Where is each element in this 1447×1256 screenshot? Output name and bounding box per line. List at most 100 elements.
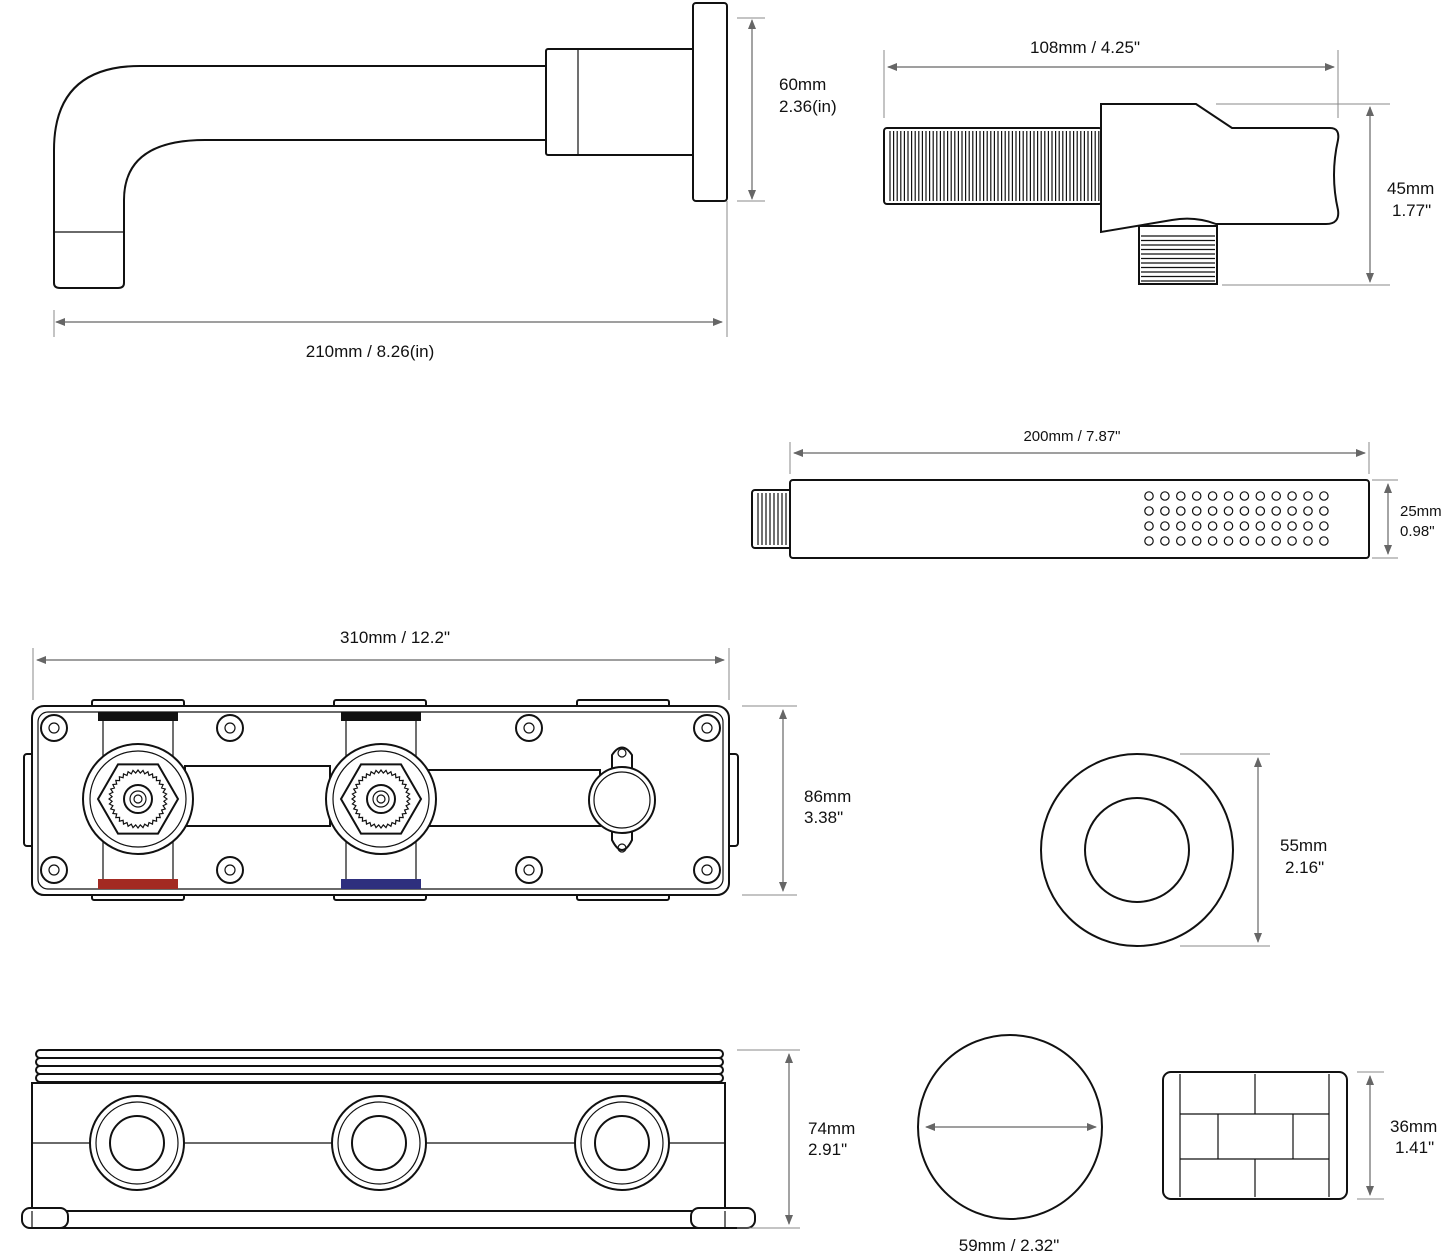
valve-top-height-in-label: 2.91" bbox=[808, 1140, 847, 1159]
valve-spline bbox=[107, 768, 169, 830]
handshower-connector-lines bbox=[757, 493, 787, 545]
valve-front-view-drawing: 310mm / 12.2" 86mm 3.38" bbox=[23, 628, 851, 901]
nozzle-hole bbox=[1176, 506, 1186, 516]
valve-stem-core bbox=[133, 794, 143, 804]
nozzle-hole bbox=[1191, 506, 1202, 516]
nozzle-hole bbox=[1207, 536, 1218, 546]
nozzle-hole bbox=[1160, 536, 1170, 546]
nozzle-hole bbox=[1160, 491, 1170, 501]
handshower-nozzle-grid bbox=[1144, 491, 1329, 546]
nozzle-hole bbox=[1191, 521, 1202, 531]
nozzle-hole bbox=[1303, 536, 1313, 546]
wall-spout-drawing: 210mm / 8.26(in) 60mm 2.36(in) bbox=[53, 2, 837, 361]
nozzle-hole bbox=[1271, 506, 1281, 516]
handle-side-mm-label: 36mm bbox=[1390, 1117, 1437, 1136]
nozzle-hole bbox=[1176, 491, 1186, 501]
holder-hose-connector bbox=[1138, 225, 1218, 285]
valve-top-fins bbox=[35, 1049, 724, 1083]
cold-valve-cartridge bbox=[325, 743, 437, 855]
escutcheon-mm-label: 55mm bbox=[1280, 836, 1327, 855]
handle-disc-diameter-label: 59mm / 2.32" bbox=[959, 1236, 1060, 1255]
screw-center bbox=[523, 864, 535, 876]
screw-hole bbox=[515, 714, 543, 742]
holder-height-mm-label: 45mm bbox=[1387, 179, 1434, 198]
nozzle-hole bbox=[1255, 536, 1266, 546]
top-seal-right bbox=[341, 712, 421, 721]
nozzle-hole bbox=[1144, 536, 1154, 546]
nozzle-hole bbox=[1144, 506, 1154, 516]
fin bbox=[35, 1065, 724, 1075]
screw-hole bbox=[40, 856, 68, 884]
screw-hole bbox=[216, 714, 244, 742]
spout-height-mm-label: 60mm bbox=[779, 75, 826, 94]
nozzle-hole bbox=[1223, 506, 1234, 516]
holder-threaded-pin bbox=[883, 127, 1103, 205]
hot-valve-cartridge bbox=[82, 743, 194, 855]
nozzle-hole bbox=[1303, 506, 1313, 516]
port-ring bbox=[580, 1101, 664, 1185]
nozzle-hole bbox=[1319, 506, 1329, 516]
nozzle-hole bbox=[1191, 536, 1202, 546]
spout-collar bbox=[545, 48, 696, 156]
valve-height-mm-label: 86mm bbox=[804, 787, 851, 806]
spout-wall-flange bbox=[692, 2, 728, 202]
hand-shower-drawing: 200mm / 7.87" 25mm 0.98" bbox=[751, 428, 1442, 559]
nozzle-hole bbox=[1160, 506, 1170, 516]
screw-hole bbox=[693, 714, 721, 742]
nozzle-hole bbox=[1287, 506, 1297, 516]
handshower-height-in-label: 0.98" bbox=[1400, 523, 1435, 540]
screw-hole bbox=[216, 856, 244, 884]
valve-stem bbox=[123, 784, 153, 814]
valve-stem bbox=[366, 784, 396, 814]
nozzle-hole bbox=[1239, 536, 1250, 546]
valve-spline bbox=[350, 768, 412, 830]
nozzle-hole bbox=[1144, 491, 1154, 501]
nozzle-hole bbox=[1223, 536, 1234, 546]
nozzle-hole bbox=[1287, 521, 1297, 531]
nozzle-hole bbox=[1319, 521, 1329, 531]
spout-length-label: 210mm / 8.26(in) bbox=[306, 342, 435, 361]
port-hole bbox=[109, 1115, 165, 1171]
screw-center bbox=[48, 864, 60, 876]
port-hole bbox=[594, 1115, 650, 1171]
nozzle-hole bbox=[1191, 491, 1202, 501]
mounting-screw-holes bbox=[40, 714, 721, 884]
valve-inner-ring bbox=[89, 750, 187, 848]
port-hole bbox=[351, 1115, 407, 1171]
port-ring bbox=[337, 1101, 421, 1185]
nozzle-hole bbox=[1207, 521, 1218, 531]
valve-top-ports bbox=[89, 1095, 670, 1191]
holder-height-in-label: 1.77" bbox=[1392, 201, 1431, 220]
nozzle-hole bbox=[1223, 521, 1234, 531]
nozzle-hole bbox=[1144, 521, 1154, 531]
nozzle-hole bbox=[1207, 506, 1218, 516]
escutcheon-inner-hole bbox=[1084, 797, 1190, 903]
screw-center bbox=[523, 722, 535, 734]
holder-thread-lines bbox=[889, 131, 1100, 201]
valve-top-height-mm-label: 74mm bbox=[808, 1119, 855, 1138]
spout-height-in-label: 2.36(in) bbox=[779, 97, 837, 116]
valve-inner-ring bbox=[332, 750, 430, 848]
nozzle-hole bbox=[1287, 536, 1297, 546]
screw-hole bbox=[693, 856, 721, 884]
screw-center bbox=[224, 722, 236, 734]
nozzle-hole bbox=[1239, 491, 1250, 501]
handle-disc-drawing: 59mm / 2.32" bbox=[917, 1034, 1103, 1255]
valve-stem-core bbox=[376, 794, 386, 804]
fin bbox=[35, 1057, 724, 1067]
nozzle-hole bbox=[1160, 521, 1170, 531]
shower-holder-drawing: 108mm / 4.25" 45mm 1.77" bbox=[883, 38, 1434, 286]
holder-length-label: 108mm / 4.25" bbox=[1030, 38, 1140, 57]
handle-side-in-label: 1.41" bbox=[1395, 1138, 1434, 1157]
screw-hole bbox=[40, 714, 68, 742]
nozzle-hole bbox=[1239, 506, 1250, 516]
spout-body bbox=[53, 65, 547, 289]
valve-height-in-label: 3.38" bbox=[804, 808, 843, 827]
handle-side-drawing: 36mm 1.41" bbox=[1162, 1071, 1437, 1200]
screw-center bbox=[701, 864, 713, 876]
nozzle-hole bbox=[1223, 491, 1234, 501]
nozzle-hole bbox=[1207, 491, 1218, 501]
fin bbox=[35, 1073, 724, 1083]
screw-center bbox=[701, 722, 713, 734]
